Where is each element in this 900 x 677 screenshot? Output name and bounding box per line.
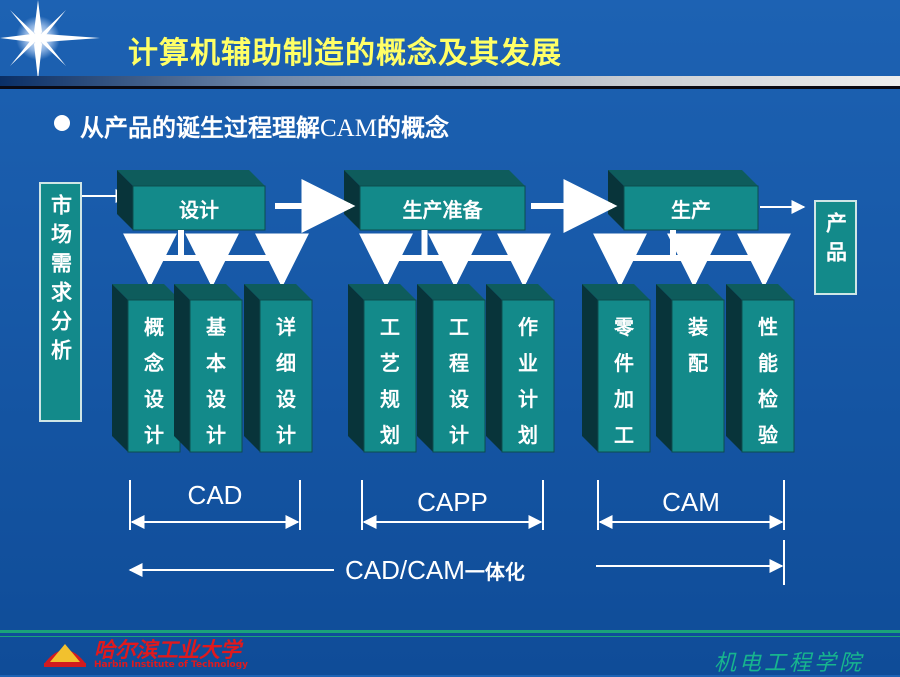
stage-3-sub-1-side [582,284,598,452]
stage-3-sub-1-top [582,284,650,300]
stage-1-label: 设计 [179,198,219,222]
stage-2-sub-1-side [348,284,364,452]
stage-2-sub-3-side [486,284,502,452]
bullet-icon [54,115,70,131]
stage-1-sub-2-face [189,299,243,453]
stage-3-sub-1-char-4: 工 [614,423,634,447]
stage-2-box-top [344,170,525,186]
stage-1-sub-1-side [112,284,128,452]
bullet-suffix: 的概念 [376,114,449,142]
stage-1-sub-3-face [259,299,313,453]
integration-label: CAD/CAM一体化 [345,555,525,585]
stage-2-sub-1-char-2: 艺 [380,351,400,375]
stage-3-sub-3-char-4: 验 [758,423,778,447]
stage-1-box-top [117,170,265,186]
stage-3-sub-2-char-1: 装 [687,315,708,339]
stage-2-sub-3-char-2: 业 [518,351,538,375]
stage-2-sub-2-char-2: 程 [449,351,469,375]
stage-1-box-face [132,185,266,231]
stage-3-box-top [608,170,758,186]
stage-3-bracket-label: CAM [662,487,720,517]
stage-1-bracket-label: CAD [188,480,243,510]
footer-divider-thin [0,636,900,637]
stage-2-sub-1-top [348,284,416,300]
stage-1-sub-2-char-3: 设 [206,387,226,411]
stage-2-sub-2-side [417,284,433,452]
stage-3-sub-3-char-2: 能 [758,351,778,375]
stage-2-sub-3-char-4: 划 [518,423,538,447]
stage-1-sub-1-top [112,284,180,300]
stage-2-sub-1-char-1: 工 [380,315,400,339]
stage-3-label: 生产 [671,198,711,222]
stage-3-sub-2-side [656,284,672,452]
stage-3-sub-2-top [656,284,724,300]
university-name: 哈尔滨工业大学 [94,638,241,662]
stage-1-sub-3-char-2: 细 [276,351,296,375]
product-label: 产品 [823,212,848,270]
stage-1-sub-3-top [244,284,312,300]
stage-2-sub-3-face [501,299,555,453]
stage-2-sub-1-face [363,299,417,453]
footer-divider [0,630,900,633]
stage-3-sub-1-char-3: 加 [613,387,634,411]
university-emblem-icon [44,644,86,667]
market-analysis-box: 市场需求分析 [39,182,82,422]
stage-2-sub-1-char-4: 划 [380,423,400,447]
stage-1-sub-3-side [244,284,260,452]
stage-2-sub-3-char-3: 计 [518,387,538,411]
stage-2-sub-3-top [486,284,554,300]
stage-3-sub-3-side [726,284,742,452]
stage-2-sub-2-char-4: 计 [449,423,469,447]
stage-1-sub-2-top [174,284,242,300]
stage-1-sub-2-char-4: 计 [206,423,226,447]
stage-1-sub-1-char-2: 念 [144,351,164,375]
stage-3-sub-3-char-3: 检 [758,387,778,411]
stage-1-sub-1-char-4: 计 [144,423,164,447]
stage-3-sub-1-char-1: 零 [613,315,635,339]
stage-3-sub-2-char-2: 配 [688,351,708,375]
stage-3-sub-3-face [741,299,795,453]
stage-3-box-face [623,185,759,231]
stage-3-sub-3-char-1: 性 [758,315,778,339]
stage-1-sub-2-char-1: 基 [206,315,227,339]
bullet-prefix: 从产品的诞生过程理解 [80,114,320,142]
bullet-latin: CAM [320,115,377,142]
integration-label-suffix: 一体化 [465,560,525,584]
stage-1-sub-1-char-3: 设 [144,387,164,411]
product-box: 产品 [814,200,857,295]
stage-3-sub-1-char-2: 件 [614,351,634,375]
stage-1-sub-1-char-1: 概 [144,315,164,339]
stage-3-sub-3-top [726,284,794,300]
stage-3-sub-1-face [597,299,651,453]
stage-2-sub-2-char-1: 工 [449,315,469,339]
stage-2-label: 生产准备 [403,198,484,222]
bullet-heading: 从产品的诞生过程理解CAM的概念 [80,108,449,143]
stage-2-bracket-label: CAPP [417,487,488,517]
stage-3-sub-2-face [671,299,725,453]
stage-2-sub-2-char-3: 设 [449,387,469,411]
title-divider [0,76,900,86]
stage-1-sub-2-char-2: 本 [206,351,226,375]
stage-1-sub-3-char-1: 详 [276,315,296,339]
page-title: 计算机辅助制造的概念及其发展 [128,36,562,71]
university-name-en: Harbin Institute of Technology [94,660,249,670]
stage-2-box-face [359,185,526,231]
market-analysis-label: 市场需求分析 [48,194,73,368]
stage-1-sub-2-side [174,284,190,452]
stage-1-sub-3-char-4: 计 [276,423,296,447]
stage-2-sub-2-face [432,299,486,453]
title-divider-dark [0,86,900,89]
department-name: 机电工程学院 [713,651,864,676]
stage-2-sub-1-char-3: 规 [380,387,400,411]
stage-1-sub-3-char-3: 设 [276,387,296,411]
integration-label-latin: CAD/CAM [345,555,465,585]
stage-1-box-side [117,170,133,230]
stage-2-sub-3-char-1: 作 [518,315,538,339]
star-burst-icon [0,0,100,80]
stage-1-sub-1-face [127,299,181,453]
stage-2-sub-2-top [417,284,485,300]
